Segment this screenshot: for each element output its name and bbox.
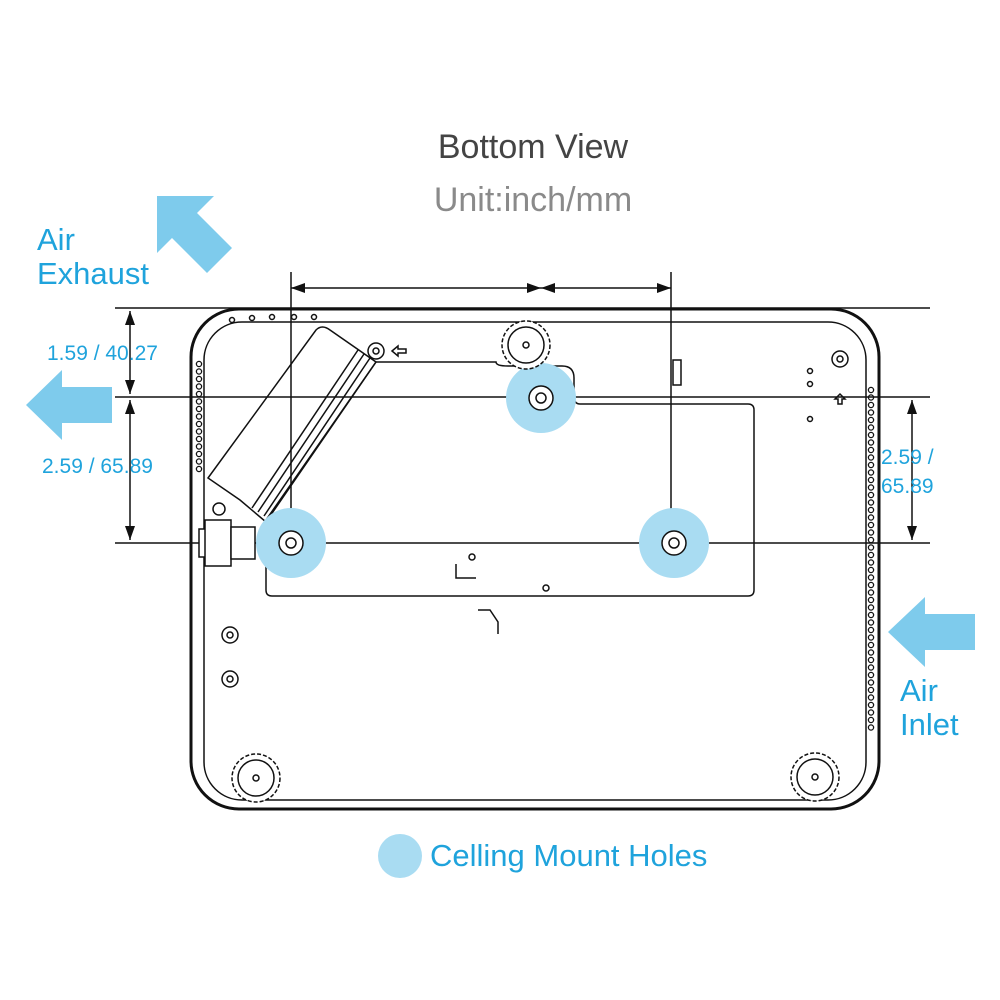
diagram-title: Bottom View <box>437 128 629 166</box>
foot-icon <box>790 752 840 802</box>
vent-hole <box>867 544 875 551</box>
vent-hole <box>195 368 203 375</box>
vent-hole <box>195 405 203 413</box>
vent-hole <box>867 701 875 709</box>
dim-left-spacing: 2.59 / 65.89 <box>42 455 153 478</box>
vent-hole <box>867 656 875 664</box>
vent-hole <box>867 521 875 529</box>
vent-hole <box>867 409 875 416</box>
vent-hole <box>867 416 875 424</box>
vent-hole <box>867 536 875 544</box>
vent-hole <box>867 424 875 431</box>
foot-icon <box>501 320 551 370</box>
vent-hole <box>867 484 875 491</box>
air-inlet-label-line1: Air <box>900 673 938 708</box>
vent-hole <box>867 589 875 596</box>
vent-hole <box>867 716 875 724</box>
vent-hole <box>195 398 203 405</box>
vent-hole <box>195 443 203 450</box>
vent-hole <box>867 619 875 626</box>
vent-hole <box>867 514 875 521</box>
foot-icon <box>231 753 281 803</box>
vent-hole <box>195 360 203 368</box>
exhaust-module <box>206 326 378 524</box>
vent-hole <box>867 611 875 619</box>
vent-hole <box>867 476 875 484</box>
vent-hole <box>867 604 875 611</box>
air-exhaust-label-line2: Exhaust <box>37 256 150 291</box>
vent-hole <box>867 491 875 499</box>
vent-hole <box>867 439 875 446</box>
small-markers <box>390 344 847 634</box>
vent-hole <box>867 401 875 409</box>
projector-outline <box>189 307 881 811</box>
vent-hole <box>867 686 875 694</box>
dim-right-spacing-line1: 2.59 / <box>881 446 934 469</box>
vent-hole <box>867 709 875 716</box>
dimension-arrowheads <box>125 283 917 540</box>
vent-hole <box>195 435 203 443</box>
vent-hole <box>867 679 875 686</box>
vent-hole <box>867 446 875 454</box>
dim-right-spacing-line2: 65.89 <box>881 475 934 498</box>
screws <box>212 313 849 688</box>
vent-hole <box>195 413 203 420</box>
vent-hole <box>867 529 875 536</box>
vent-hole <box>195 450 203 458</box>
legend-swatch <box>378 834 422 878</box>
vent-hole <box>867 461 875 469</box>
vent-hole <box>867 649 875 656</box>
air-exhaust-label-line1: Air <box>37 222 75 257</box>
base-plate <box>265 361 755 597</box>
vent-hole <box>867 454 875 461</box>
vent-hole <box>195 420 203 428</box>
vent-hole <box>867 694 875 701</box>
vent-left <box>195 360 203 473</box>
unit-label: Unit:inch/mm <box>433 181 633 219</box>
vent-hole <box>867 506 875 514</box>
exhaust-arrow-icon <box>157 196 232 273</box>
vent-hole <box>867 499 875 506</box>
vent-hole <box>867 469 875 476</box>
dim-top-offset: 1.59 / 40.27 <box>47 342 158 365</box>
vent-hole <box>867 394 875 401</box>
vent-hole <box>867 626 875 634</box>
vent-hole <box>867 671 875 679</box>
vent-hole <box>867 724 875 731</box>
legend-label: Celling Mount Holes <box>430 838 708 873</box>
vent-hole <box>195 465 203 473</box>
power-connector <box>198 519 256 567</box>
feet <box>231 320 840 803</box>
vent-hole <box>867 566 875 574</box>
vent-hole <box>867 431 875 439</box>
vent-hole <box>867 581 875 589</box>
vent-hole <box>867 634 875 641</box>
vent-hole <box>867 386 875 394</box>
inlet-arrow-icon <box>888 597 975 667</box>
vent-hole <box>867 596 875 604</box>
vent-hole <box>867 551 875 559</box>
vent-hole <box>867 641 875 649</box>
vent-hole <box>867 574 875 581</box>
vent-hole <box>195 383 203 390</box>
air-inlet-label-line2: Inlet <box>900 707 959 742</box>
vent-hole <box>867 664 875 671</box>
vent-hole <box>867 559 875 566</box>
vent-hole <box>195 458 203 465</box>
mount-holes <box>278 385 687 556</box>
vent-hole <box>195 390 203 398</box>
vent-right <box>867 386 875 731</box>
vent-hole <box>195 428 203 435</box>
exhaust-arrow-icon <box>26 370 112 440</box>
mount-hole-highlights <box>256 363 709 578</box>
vent-hole <box>195 375 203 383</box>
